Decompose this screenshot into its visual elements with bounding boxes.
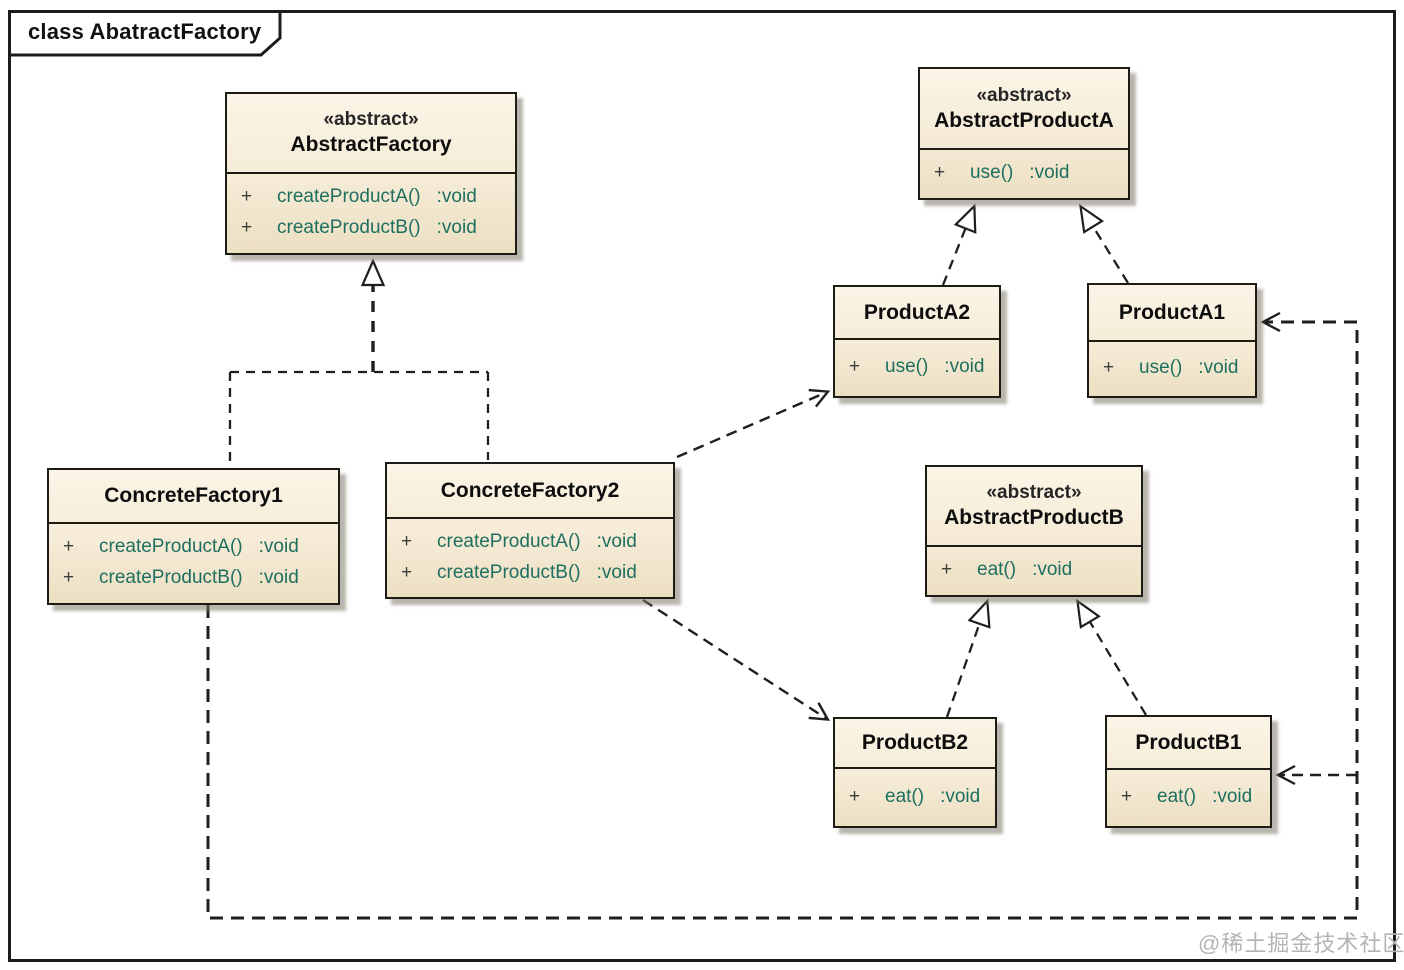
class-name: ConcreteFactory1 [104,484,283,507]
method-signature: createProductB() [437,561,581,583]
class-concretefactory1: ConcreteFactory1 + createProductA() :voi… [47,468,340,605]
class-header: «abstract» AbstractProductA [920,69,1128,150]
methods-compartment: + createProductA() :void + createProduct… [227,174,515,253]
method-signature: createProductA() [277,186,421,207]
dependency-concretefactory2-producta2 [676,388,831,459]
method-signature: use() [1139,357,1183,378]
method-row: + createProductA() :void [241,186,507,208]
class-producta2: ProductA2 + use() :void [833,285,1001,398]
method-return-type: :void [1212,786,1253,807]
class-name: ProductB1 [1135,730,1242,754]
class-header: ProductB1 [1107,717,1270,770]
site-watermark: @稀土掘金技术社区 [1198,931,1404,956]
method-visibility: + [1103,357,1115,378]
stereotype-label: «abstract» [323,109,419,130]
class-name: AbstractProductA [934,108,1114,132]
class-name: AbstractFactory [290,133,452,156]
class-header: ProductA1 [1089,285,1255,342]
class-concretefactory2: ConcreteFactory2 + createProductA() :voi… [385,462,675,599]
methods-compartment: + use() :void [920,150,1128,198]
class-name: ProductB2 [861,731,969,754]
method-row: + eat() :void [941,559,1133,581]
class-name: AbstractProductB [944,506,1124,529]
class-abstractproductb: «abstract» AbstractProductB + eat() :voi… [925,465,1143,597]
method-visibility: + [63,567,75,588]
frame-tab-shape [8,10,282,57]
methods-compartment: + eat() :void [835,769,995,826]
dependency-concretefactory2-productb2 [642,598,830,721]
method-visibility: + [63,536,75,557]
method-visibility: + [934,162,946,183]
method-return-type: :void [596,530,637,552]
method-row: + createProductA() :void [63,536,330,558]
methods-compartment: + createProductA() :void + createProduct… [387,519,673,597]
method-signature: eat() [1157,786,1197,807]
methods-compartment: + use() :void [1089,342,1255,396]
method-signature: createProductB() [277,217,421,238]
method-signature: use() [970,162,1014,183]
class-header: ProductB2 [835,719,995,769]
class-abstractfactory: «abstract» AbstractFactory + createProdu… [225,92,517,255]
method-visibility: + [1121,786,1133,807]
class-name: ProductA1 [1118,300,1226,324]
class-header: ProductA2 [835,287,999,340]
method-return-type: :void [1198,357,1239,378]
realization-producta1-abstractproducta [1081,207,1129,284]
method-return-type: :void [944,356,985,377]
dependency-concretefactory1-producta1 [206,311,1359,920]
method-signature: createProductA() [437,530,581,552]
method-row: + eat() :void [1121,786,1262,808]
method-return-type: :void [258,536,299,557]
method-visibility: + [401,530,413,552]
class-header: «abstract» AbstractFactory [227,94,515,174]
method-signature: use() [885,356,929,377]
method-signature: eat() [885,785,925,807]
methods-compartment: + use() :void [835,340,999,396]
method-return-type: :void [940,785,981,807]
class-name: ProductA2 [863,300,971,324]
method-return-type: :void [258,567,299,588]
realization-producta2-abstractproducta [941,207,974,286]
method-visibility: + [849,356,861,377]
method-return-type: :void [436,217,477,238]
method-row: + createProductB() :void [241,217,507,239]
class-header: «abstract» AbstractProductB [927,467,1141,547]
class-productb2: ProductB2 + eat() :void [833,717,997,828]
class-abstractproducta: «abstract» AbstractProductA + use() :voi… [918,67,1130,200]
class-name: ConcreteFactory2 [440,478,620,502]
method-visibility: + [401,561,413,583]
diagram-title: class AbatractFactory [28,19,262,44]
method-signature: eat() [977,559,1017,580]
method-signature: createProductB() [99,567,243,588]
methods-compartment: + eat() :void [1107,770,1270,826]
method-return-type: :void [1029,162,1070,183]
method-visibility: + [941,559,953,580]
class-producta1: ProductA1 + use() :void [1087,283,1257,398]
method-visibility: + [241,186,253,207]
method-visibility: + [849,785,861,807]
method-return-type: :void [436,186,477,207]
method-row: + use() :void [934,162,1120,184]
class-header: ConcreteFactory1 [49,470,338,524]
methods-compartment: + createProductA() :void + createProduct… [49,524,338,603]
method-row: + createProductB() :void [63,567,330,589]
stereotype-label: «abstract» [986,482,1082,503]
method-visibility: + [241,217,253,238]
realization-productb1-abstractproductb [1078,602,1147,716]
method-row: + use() :void [849,356,991,378]
realization-productb2-abstractproductb [945,602,987,718]
method-return-type: :void [596,561,637,583]
frame-title-tab [8,10,282,57]
method-signature: createProductA() [99,536,243,557]
stereotype-label: «abstract» [976,84,1072,106]
method-row: + eat() :void [849,786,987,808]
method-row: + createProductB() :void [401,562,665,584]
methods-compartment: + eat() :void [927,547,1141,595]
method-row: + createProductA() :void [401,531,665,553]
class-productb1: ProductB1 + eat() :void [1105,715,1272,828]
class-header: ConcreteFactory2 [387,464,673,519]
method-row: + use() :void [1103,357,1247,379]
method-return-type: :void [1032,559,1073,580]
